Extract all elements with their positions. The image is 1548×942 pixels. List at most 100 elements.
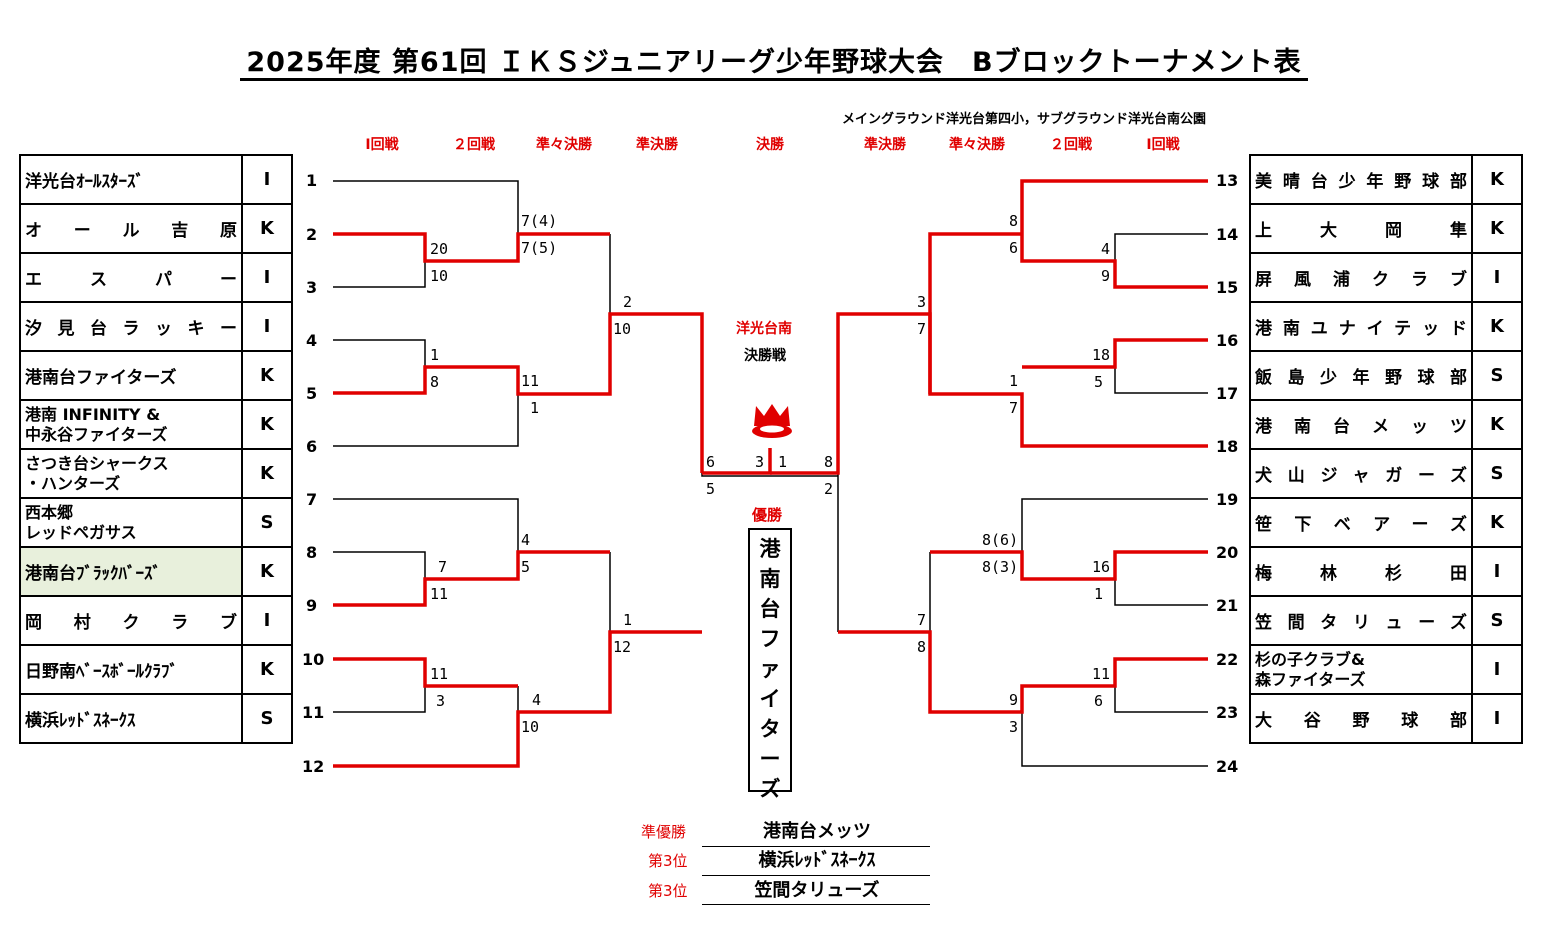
seed-number: 18 (1216, 437, 1239, 456)
final-venue-label: 洋光台南 (736, 321, 792, 337)
team-group: I (1471, 546, 1523, 597)
score: 7(4) (521, 212, 558, 230)
score: 8 (1009, 212, 1019, 230)
team-name: 飯島少年野球部 (1249, 350, 1473, 401)
winner-path (333, 630, 702, 768)
score: 6 (1094, 692, 1104, 710)
round-header-r3: ２回戦 (1050, 137, 1092, 153)
seed-number: 15 (1216, 278, 1239, 297)
team-group: I (241, 252, 293, 303)
bracket-line (333, 551, 426, 579)
score: 16 (1092, 558, 1111, 576)
team-name: 日野南ﾍﾞｰｽﾎﾞｰﾙｸﾗﾌﾞ (19, 644, 243, 695)
score: 9 (1101, 267, 1111, 285)
team-group: K (1471, 301, 1523, 352)
seed-number: 3 (306, 278, 318, 297)
round-header-r4: Ⅰ回戦 (1146, 137, 1180, 153)
score: 10 (521, 718, 540, 736)
team-group: I (241, 154, 293, 205)
winner-path (1022, 338, 1208, 369)
score: 2 (824, 480, 834, 498)
score: 9 (1009, 691, 1019, 709)
team-name: 横浜ﾚｯﾄﾞｽﾈｰｸｽ (19, 693, 243, 744)
score: 3 (436, 692, 446, 710)
winner-path (333, 657, 518, 688)
team-name: オール吉原 (19, 203, 243, 254)
round-header-final: 決勝 (756, 137, 784, 153)
score: 7(5) (521, 239, 558, 257)
seed-number: 20 (1216, 543, 1239, 562)
score: 8 (917, 638, 927, 656)
score: 1 (530, 399, 540, 417)
score: 11 (1092, 665, 1111, 683)
team-group: I (241, 595, 293, 646)
score: 3 (755, 453, 765, 471)
team-name: 屏風浦クラブ (1249, 252, 1473, 303)
round-header-r2: 準々決勝 (949, 137, 1005, 153)
winner-path (770, 312, 932, 475)
team-name: 洋光台ｵｰﾙｽﾀｰｽﾞ (19, 154, 243, 205)
score: 6 (1009, 239, 1019, 257)
seed-number: 19 (1216, 490, 1239, 509)
winner-path (928, 232, 1208, 448)
team-group: I (241, 301, 293, 352)
score: 4 (532, 691, 542, 709)
team-name: 港南台ﾌﾞﾗｯｸﾊﾞｰｽﾞ (19, 546, 243, 597)
team-group: I (1471, 693, 1523, 744)
crown-icon (752, 404, 792, 438)
score: 8(3) (982, 558, 1019, 576)
seed-number: 13 (1216, 171, 1239, 190)
team-name: 杉の子クラブ& 森ファイターズ (1249, 644, 1473, 695)
score: 2 (623, 293, 633, 311)
score: 8 (430, 373, 440, 391)
winner-path (333, 550, 610, 607)
team-group: K (1471, 154, 1523, 205)
round-header-r1: 準決勝 (864, 137, 906, 153)
bracket-line (333, 686, 426, 713)
score: 4 (521, 531, 531, 549)
team-name: 港南 INFINITY & 中永谷ファイターズ (19, 399, 243, 450)
team-name: 西本郷 レッドペガサス (19, 497, 243, 548)
team-name: 岡村クラブ (19, 595, 243, 646)
team-group: K (1471, 497, 1523, 548)
team-name: 上大岡隼 (1249, 203, 1473, 254)
winner-path (333, 232, 610, 263)
page-title: 2025年度 第61回 ＩＫＳジュニアリーグ少年野球大会 Bブロックトーナメント… (0, 40, 1548, 81)
score: 5 (1094, 373, 1104, 391)
champion-name: 港南台ファイターズ (759, 537, 781, 801)
seed-number: 11 (302, 703, 325, 722)
bracket-line (1114, 579, 1208, 606)
team-group: K (241, 448, 293, 499)
score: 4 (1101, 240, 1111, 258)
seed-number: 1 (306, 171, 318, 190)
bracket-line (1021, 712, 1208, 767)
score: 7 (917, 320, 927, 338)
score: 18 (1092, 346, 1111, 364)
seed-number: 10 (302, 650, 325, 669)
result-underline (702, 904, 930, 905)
bracket-line (1114, 233, 1208, 261)
seed-number: 21 (1216, 596, 1239, 615)
winner-path (333, 312, 704, 473)
score: 7 (1009, 399, 1019, 417)
team-group: S (241, 693, 293, 744)
score: 5 (706, 480, 716, 498)
team-group: K (241, 350, 293, 401)
team-name: 大谷野球部 (1249, 693, 1473, 744)
score: 1 (430, 346, 440, 364)
score: 11 (430, 665, 449, 683)
team-name: 犬山ジャガーズ (1249, 448, 1473, 499)
team-group: K (1471, 399, 1523, 450)
bracket-line (333, 261, 426, 288)
round-header-l1: Ⅰ回戦 (365, 137, 399, 153)
winner-path (838, 630, 1208, 714)
result-team: 横浜ﾚｯﾄﾞｽﾈｰｸｽ (758, 850, 876, 871)
team-name: さつき台シャークス ・ハンターズ (19, 448, 243, 499)
team-group: K (241, 644, 293, 695)
seed-number: 17 (1216, 384, 1239, 403)
score: 8(6) (982, 531, 1019, 549)
score: 11 (430, 585, 449, 603)
team-group: S (1471, 350, 1523, 401)
result-team: 笠間タリューズ (754, 880, 880, 901)
